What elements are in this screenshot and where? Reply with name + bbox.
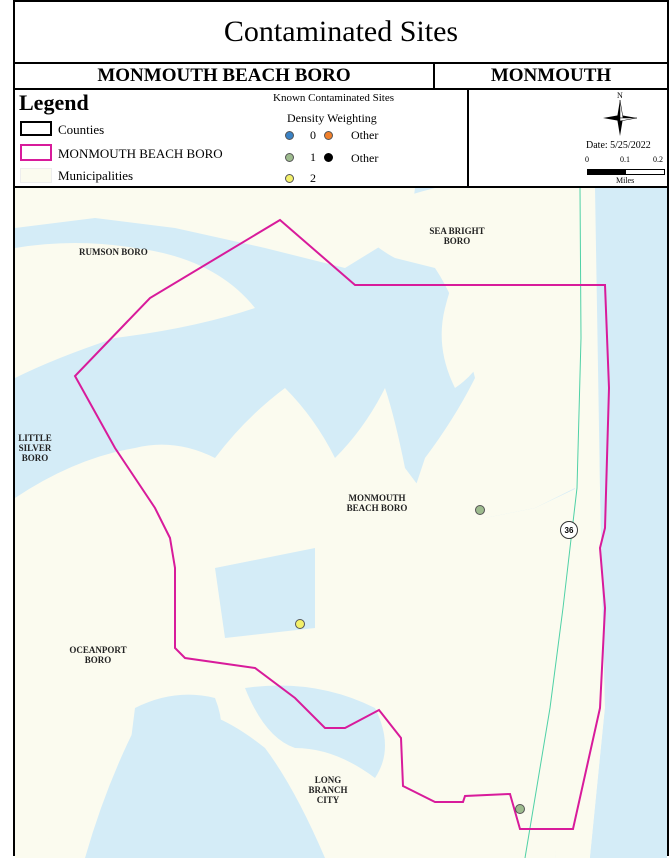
label-rumson: RUMSON BORO (79, 247, 148, 257)
density-1-dot (285, 153, 294, 162)
counties-swatch (20, 121, 52, 136)
legend-panel: Legend Counties MONMOUTH BEACH BORO Muni… (15, 90, 469, 188)
label-oceanport: OCEANPORT BORO (69, 645, 127, 665)
map-info-panel: N Date: 5/25/2022 0 0.1 0.2 Miles (469, 90, 667, 188)
density-heading: Density Weighting (287, 111, 377, 125)
route-36-shield-icon: 36 (560, 521, 578, 539)
municipality-name: MONMOUTH BEACH BORO (15, 64, 435, 88)
land-north-shore (15, 188, 415, 268)
density-1-label: 1 (310, 150, 316, 164)
label-sea-bright: SEA BRIGHT BORO (429, 226, 485, 246)
map-drawing (15, 188, 667, 858)
label-monmouth-beach: MONMOUTH BEACH BORO (346, 493, 408, 513)
header-row: MONMOUTH BEACH BORO MONMOUTH (15, 64, 667, 90)
scale-label-2: 0.2 (653, 155, 663, 164)
north-arrow-icon (603, 100, 637, 136)
boundary-swatch (20, 144, 52, 161)
land-barrier-strip (555, 188, 605, 858)
density-other-label: Other (351, 151, 379, 165)
density-2-dot (285, 174, 294, 183)
land-west (15, 628, 135, 858)
site-marker[interactable] (295, 619, 305, 629)
label-little-silver: LITTLE SILVER BORO (18, 433, 52, 463)
channel-west (115, 694, 222, 858)
site-marker[interactable] (515, 804, 525, 814)
site-marker[interactable] (475, 505, 485, 515)
density-3-label: Other (351, 128, 379, 142)
scale-bar (587, 169, 665, 175)
ocean (590, 188, 667, 858)
counties-label: Counties (58, 122, 105, 137)
municipalities-label: Municipalities (58, 168, 134, 183)
map-title: Contaminated Sites (15, 2, 667, 64)
municipalities-swatch (20, 168, 52, 183)
land-rumson (15, 243, 255, 378)
label-long-branch: LONG BRANCH CITY (308, 775, 348, 805)
scale-label-0: 0 (585, 155, 589, 164)
density-other-dot (324, 153, 333, 162)
north-label: N (617, 91, 623, 100)
scale-label-1: 0.1 (620, 155, 630, 164)
density-0-dot (285, 131, 294, 140)
legend-title: Legend (19, 90, 89, 115)
land-sea-bright-spit (441, 248, 495, 388)
land-sea-bright (345, 188, 580, 518)
density-3-dot (324, 131, 333, 140)
scale-units: Miles (616, 176, 635, 185)
density-0-label: 0 (310, 128, 316, 142)
boundary-label: MONMOUTH BEACH BORO (58, 146, 223, 161)
map-frame: Contaminated Sites MONMOUTH BEACH BORO M… (13, 0, 669, 858)
route-36-road (524, 188, 582, 858)
channel-south (245, 685, 385, 778)
known-sites-heading: Known Contaminated Sites (273, 92, 394, 104)
channel-marina (215, 548, 315, 638)
map-canvas[interactable]: RUMSON BORO SEA BRIGHT BORO LITTLE SILVE… (15, 188, 667, 858)
map-date: Date: 5/25/2022 (586, 140, 651, 151)
county-name: MONMOUTH (490, 65, 612, 86)
density-2-label: 2 (310, 171, 316, 185)
monmouth-beach-boundary (73, 218, 611, 830)
